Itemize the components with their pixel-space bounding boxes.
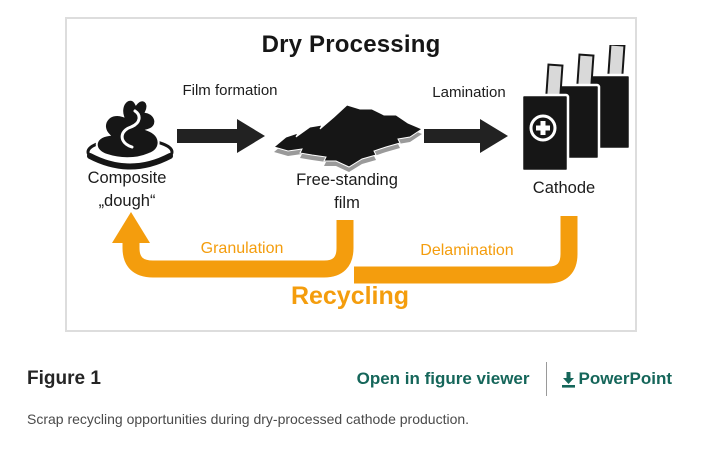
composite-dough-icon <box>86 98 174 170</box>
figure-caption: Scrap recycling opportunities during dry… <box>27 411 470 427</box>
open-in-figure-viewer-link[interactable]: Open in figure viewer <box>356 369 530 388</box>
figure-actions: Open in figure viewer PowerPoint <box>357 362 672 396</box>
cathode-stack-icon <box>520 45 632 173</box>
download-powerpoint-link[interactable]: PowerPoint <box>561 369 672 389</box>
recycling-label: Recycling <box>290 282 410 310</box>
recycle-up-arrowhead <box>112 212 150 243</box>
stage-label-composite-dough: Composite „dough“ <box>87 169 167 210</box>
figure-number-label: Figure 1 <box>27 368 101 389</box>
plus-terminal-icon <box>529 114 557 142</box>
block-arrow-right-icon <box>424 119 508 153</box>
figure-meta-row: Figure 1 Open in figure viewer PowerPoin… <box>27 360 672 398</box>
free-standing-film-icon <box>272 104 424 172</box>
diagram-title: Dry Processing <box>261 31 441 58</box>
granulation-label: Granulation <box>200 240 284 257</box>
lamination-label: Lamination <box>432 84 506 101</box>
block-arrow-right-icon <box>177 119 265 153</box>
stage-label-free-standing-film: Free-standing film <box>296 171 398 212</box>
front-cell <box>520 63 570 173</box>
download-icon <box>562 371 576 388</box>
stage-label-cathode: Cathode <box>532 179 596 197</box>
figure-image[interactable]: Dry Processing Film formation Lamination <box>65 17 637 332</box>
links-divider <box>546 362 548 396</box>
delamination-label: Delamination <box>420 242 514 259</box>
film-formation-label: Film formation <box>182 82 278 99</box>
